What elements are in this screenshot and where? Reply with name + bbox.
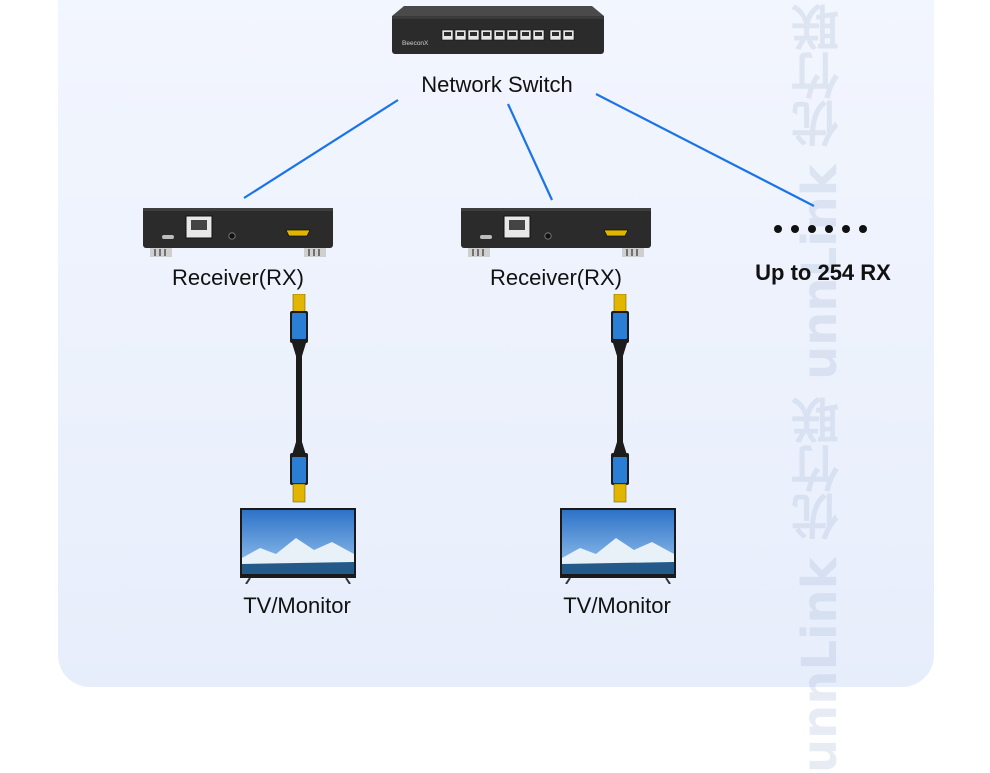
receiver-middle-label: Receiver(RX) (489, 265, 623, 290)
more-rx-label: Up to 254 RX (755, 260, 891, 285)
link-switch-to-rx-middle (507, 103, 553, 201)
tv-middle-label: TV/Monitor (563, 593, 671, 618)
receiver-left-label: Receiver(RX) (171, 265, 305, 290)
network-switch-icon: BeeconX (392, 6, 604, 54)
receiver-box-icon (143, 208, 333, 257)
hdmi-cable-icon (290, 294, 308, 503)
hdmi-cable-icon (611, 294, 629, 503)
link-switch-to-more-rx (595, 93, 815, 207)
tv-left-label: TV/Monitor (243, 593, 351, 618)
tv-monitor-icon (240, 508, 356, 584)
receiver-box-icon (461, 208, 651, 257)
switch-label: Network Switch (421, 72, 573, 97)
switch-brand-text: BeeconX (402, 40, 429, 47)
ellipsis-dots-icon (774, 225, 867, 233)
tv-monitor-icon (560, 508, 676, 584)
diagram-panel (58, 0, 934, 687)
link-switch-to-rx-left (243, 99, 399, 199)
